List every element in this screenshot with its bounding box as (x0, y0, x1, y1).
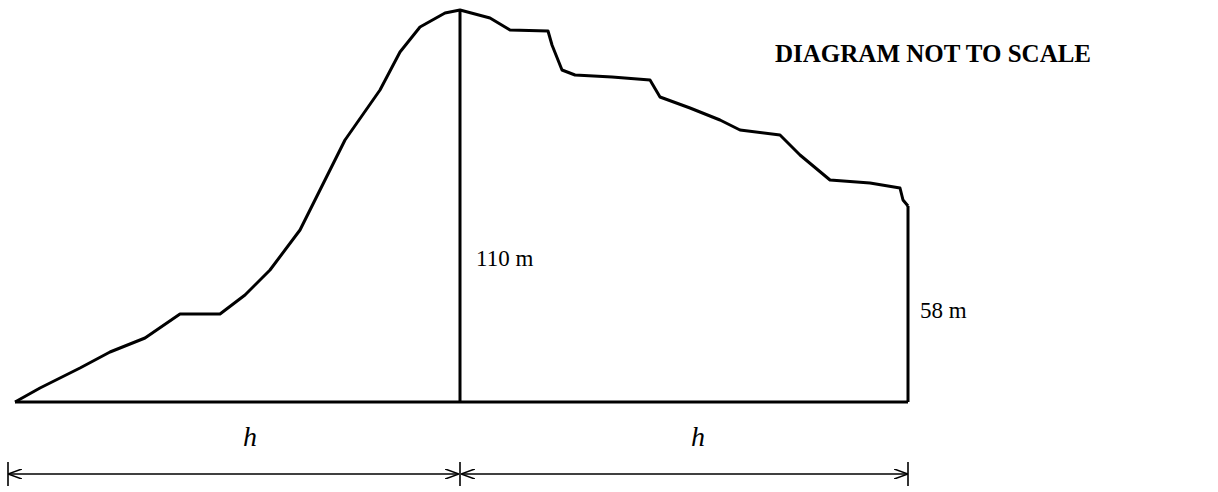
dimension-label: h (243, 422, 257, 453)
dimension-tick (907, 462, 909, 486)
dimension-arrow (9, 473, 458, 475)
hill-outline (15, 10, 908, 402)
peak-height-line (459, 10, 462, 402)
dimension-arrow (462, 473, 907, 475)
cliff-height-line (907, 206, 910, 402)
dimension-tick (459, 462, 461, 486)
dimension-label: 110 m (476, 246, 533, 271)
dimension-tick (7, 462, 9, 486)
dimension-label: h (691, 422, 705, 453)
diagram-note: DIAGRAM NOT TO SCALE (775, 40, 1091, 68)
dimension-label: 58 m (920, 298, 967, 323)
